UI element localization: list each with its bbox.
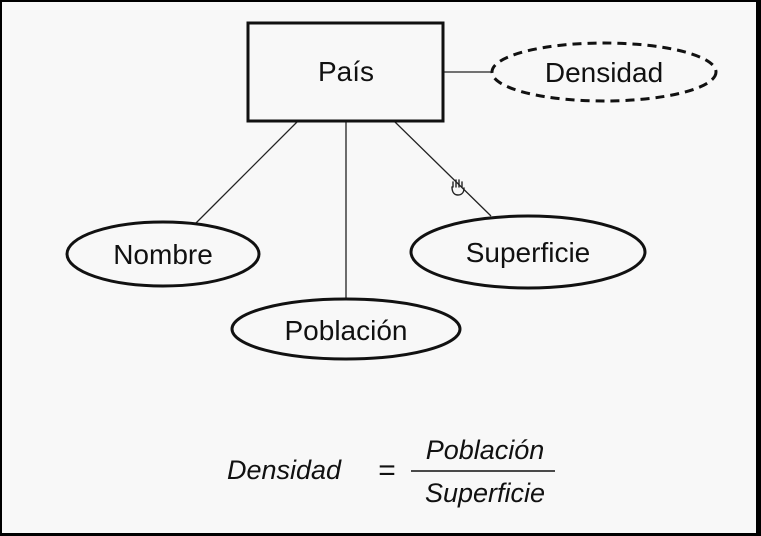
formula-lhs: Densidad: [227, 455, 342, 485]
attribute-densidad-derived: Densidad: [490, 41, 718, 103]
attribute-nombre-ellipse: [65, 220, 261, 288]
attribute-poblacion-label: Población: [285, 315, 408, 346]
derived-attribute-label: Densidad: [545, 57, 663, 88]
formula-numerator: Población: [426, 435, 545, 465]
attribute-poblacion-ellipse: [230, 297, 462, 361]
attribute-nombre-label: Nombre: [113, 239, 213, 270]
formula-operator: =: [378, 454, 396, 487]
attribute-superficie-ellipse: [409, 214, 647, 290]
entity-label: País: [318, 56, 374, 87]
attribute-poblacion: Población: [230, 297, 462, 361]
entity-pais: País: [246, 21, 445, 123]
connector-entity-nombre: [194, 121, 298, 225]
connector-entity-superficie: [394, 121, 492, 217]
derived-attribute-ellipse: [490, 41, 718, 103]
attribute-superficie: Superficie: [409, 214, 647, 290]
formula-denominator: Superficie: [425, 478, 545, 508]
hand-cursor-icon: [451, 179, 465, 196]
density-formula: Densidad = Población Superficie: [227, 435, 555, 508]
entity-box: [246, 21, 445, 123]
attribute-superficie-label: Superficie: [466, 237, 591, 268]
attribute-nombre: Nombre: [65, 220, 261, 288]
